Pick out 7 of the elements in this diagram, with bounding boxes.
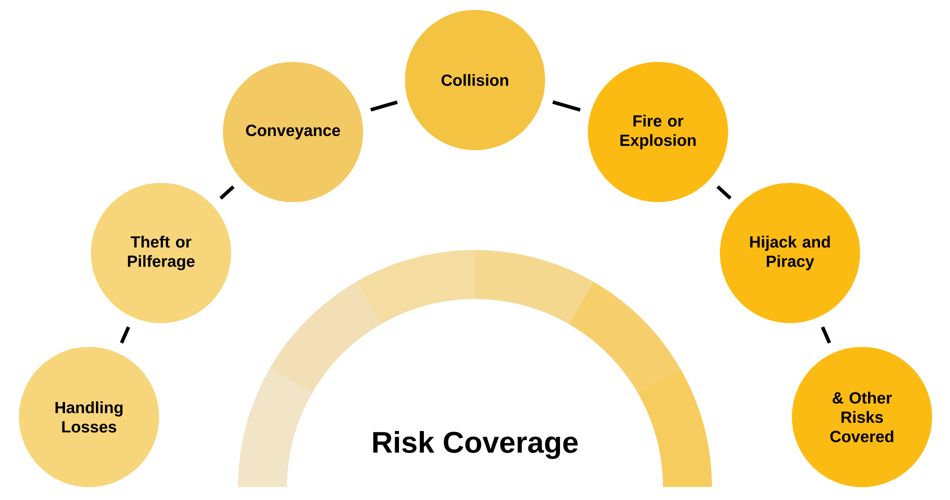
connector-line [716, 185, 732, 200]
connector-line [120, 326, 130, 344]
connector-line [552, 100, 581, 112]
connector-line [370, 100, 398, 112]
connector-line [219, 185, 235, 200]
connector-line [820, 326, 832, 344]
title: Risk Coverage [373, 431, 578, 459]
